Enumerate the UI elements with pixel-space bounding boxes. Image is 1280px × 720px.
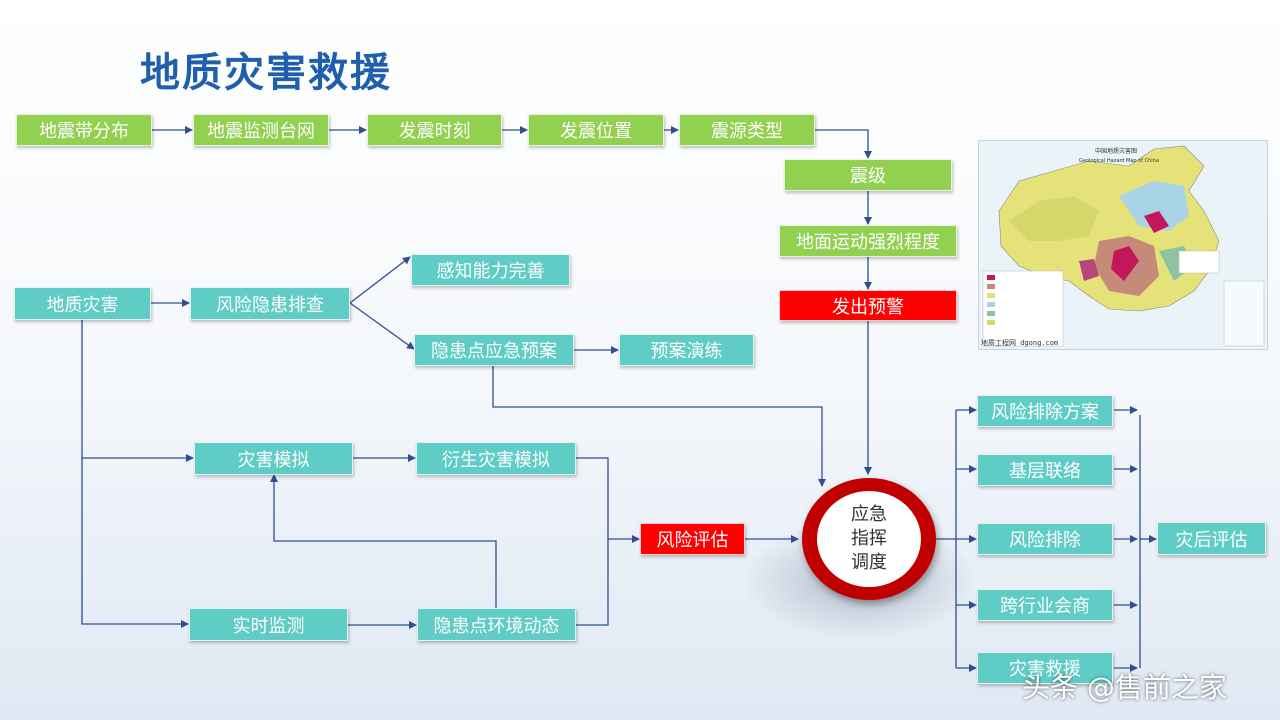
seismic-zone-box[interactable]: 地震带分布: [16, 114, 152, 146]
warning-box[interactable]: 发出预警: [779, 290, 957, 321]
perception-box[interactable]: 感知能力完善: [411, 254, 570, 286]
risk-plan-box[interactable]: 风险排除方案: [977, 395, 1113, 427]
ground-motion-box[interactable]: 地面运动强烈程度: [779, 225, 957, 257]
realtime-monitor-box[interactable]: 实时监测: [189, 608, 348, 641]
page-title: 地质灾害救援: [140, 50, 392, 96]
grassroots-contact-box[interactable]: 基层联络: [977, 454, 1113, 486]
magnitude-box[interactable]: 震级: [784, 159, 952, 191]
emergency-plan-box[interactable]: 隐患点应急预案: [414, 334, 574, 366]
map-illustration: 中国地质灾害图 Geological Hazard Map of China 地…: [979, 141, 1267, 349]
disaster-sim-box[interactable]: 灾害模拟: [194, 442, 353, 475]
risk-assess-box[interactable]: 风险评估: [640, 523, 745, 555]
source-type-box[interactable]: 震源类型: [679, 114, 815, 146]
quake-time-box[interactable]: 发震时刻: [367, 114, 502, 146]
hub-line-3: 调度: [851, 552, 887, 573]
post-assess-box[interactable]: 灾后评估: [1157, 522, 1266, 555]
watermark: 头条 @售前之家: [1022, 671, 1227, 704]
hub-line-2: 指挥: [851, 528, 887, 549]
derived-sim-box[interactable]: 衍生灾害模拟: [416, 442, 576, 475]
quake-location-box[interactable]: 发震位置: [528, 114, 664, 146]
china-hazard-map: 中国地质灾害图 Geological Hazard Map of China 地…: [978, 140, 1268, 350]
geo-disaster-box[interactable]: 地质灾害: [14, 287, 151, 320]
map-title-cn: 中国地质灾害图: [1095, 147, 1137, 155]
cross-industry-box[interactable]: 跨行业会商: [977, 589, 1113, 621]
map-title-en: Geological Hazard Map of China: [1079, 158, 1159, 164]
env-dynamics-box[interactable]: 隐患点环境动态: [417, 608, 576, 641]
map-caption: 地质工程网 dgong.com: [981, 338, 1058, 347]
plan-drill-box[interactable]: 预案演练: [619, 334, 754, 366]
command-hub[interactable]: 应急 指挥 调度: [817, 491, 921, 587]
disaster-rescue-box[interactable]: 灾害救援: [977, 652, 1113, 684]
risk-removal-box[interactable]: 风险排除: [977, 523, 1113, 555]
hub-line-1: 应急: [851, 504, 887, 525]
seismic-network-box[interactable]: 地震监测台网: [193, 114, 329, 146]
risk-check-box[interactable]: 风险隐患排查: [190, 287, 350, 320]
